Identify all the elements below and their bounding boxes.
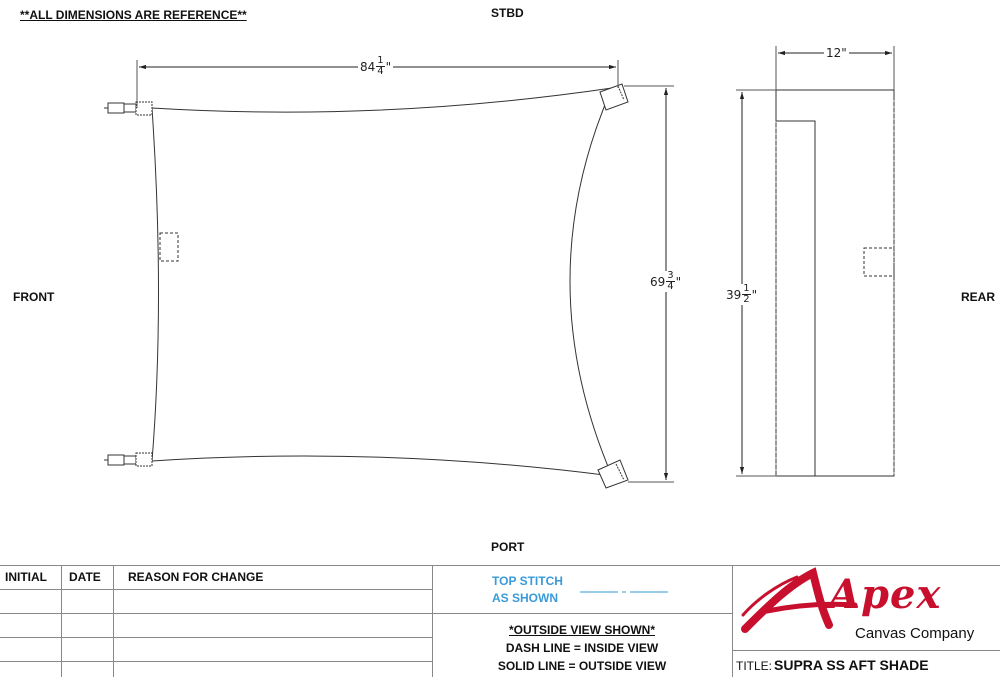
title-block: INITIAL DATE REASON FOR CHANGE TOP STITC… (0, 565, 1000, 677)
rev-header-reason: REASON FOR CHANGE (128, 570, 264, 584)
title-label: TITLE: (736, 659, 773, 673)
side-view (775, 89, 895, 477)
dim-width-whole: 69 (650, 274, 666, 289)
dim-length-den: 4 (377, 66, 384, 77)
dim-side-height-unit: " (751, 287, 758, 302)
tab-top-right (599, 83, 629, 111)
dim-length-whole: 84 (360, 59, 376, 74)
label-front: FRONT (13, 290, 55, 304)
dim-width-den: 4 (667, 281, 674, 292)
view-note-outside: *OUTSIDE VIEW SHOWN* (508, 623, 655, 637)
apex-logo-mark (741, 567, 858, 633)
dim-length-num: 1 (376, 55, 385, 67)
dim-length-fraction: 1 4 (376, 55, 385, 77)
label-port: PORT (491, 540, 525, 554)
logo-brand: Apex (829, 571, 942, 618)
hidden-pocket-side (863, 247, 895, 277)
apex-logo: Apex Canvas Company (737, 567, 997, 649)
title-block-grid (0, 565, 1000, 677)
label-rear: REAR (961, 290, 996, 304)
hidden-pocket-left (159, 232, 179, 262)
dim-width: 69 3 4 " (648, 270, 684, 292)
dim-length: 84 1 4 " (358, 55, 394, 77)
reference-note: **ALL DIMENSIONS ARE REFERENCE** (20, 8, 247, 22)
shade-top-edge (151, 87, 613, 113)
rev-header-initial: INITIAL (5, 570, 47, 584)
shade-right-edge (569, 87, 613, 477)
tab-bottom-right (597, 459, 629, 489)
dim-side-depth: 12" (824, 46, 849, 60)
dim-length-unit: " (385, 59, 392, 74)
clip-bottom-left (104, 452, 153, 467)
stitch-note-line1: TOP STITCH (492, 574, 563, 588)
clip-top-left (104, 101, 153, 116)
dim-side-height: 39 1 2 " (724, 283, 760, 305)
dim-width-unit: " (675, 274, 682, 289)
dim-side-height-den: 2 (743, 294, 750, 305)
shade-left-edge (151, 107, 159, 462)
view-note-dash: DASH LINE = INSIDE VIEW (505, 641, 659, 655)
title-value: SUPRA SS AFT SHADE (774, 657, 929, 673)
dim-side-height-whole: 39 (726, 287, 742, 302)
shade-drawing (104, 46, 895, 489)
dim-side-height-fraction: 1 2 (742, 283, 751, 305)
shade-bottom-edge (151, 455, 613, 477)
stitch-note-line2: AS SHOWN (492, 591, 558, 605)
rev-header-date: DATE (69, 570, 101, 584)
view-note-solid: SOLID LINE = OUTSIDE VIEW (497, 659, 667, 673)
dim-side-height-num: 1 (742, 283, 751, 295)
dim-width-num: 3 (666, 270, 675, 282)
dim-width-fraction: 3 4 (666, 270, 675, 292)
logo-sub: Canvas Company (855, 625, 975, 642)
label-stbd: STBD (491, 6, 524, 20)
